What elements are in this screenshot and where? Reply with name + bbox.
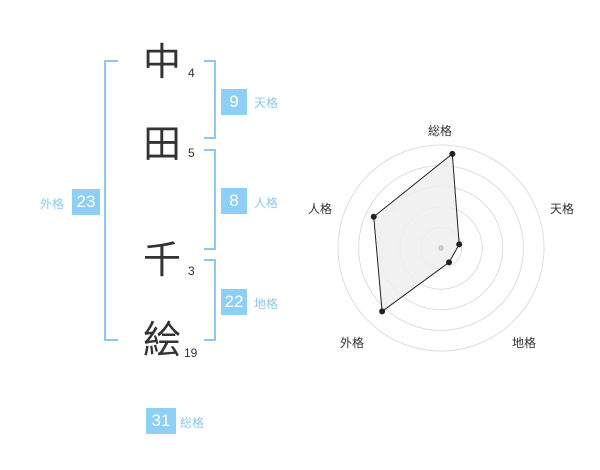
radar-label-chikaku: 地格 (512, 336, 537, 350)
radar-point-4 (379, 308, 386, 315)
radar-point-1 (449, 150, 456, 157)
gaikaku-bracket (104, 60, 118, 341)
tenkaku-label: 天格 (254, 96, 279, 110)
name-char-3: 千 (142, 238, 181, 282)
gaikaku-badge: 23 (72, 189, 100, 215)
stroke-count-2: 5 (188, 146, 195, 160)
chikaku-bracket (204, 259, 216, 341)
stroke-count-1: 4 (188, 66, 195, 80)
radar-label-tenkaku: 天格 (550, 202, 575, 216)
jinkaku-bracket (204, 149, 216, 250)
chikaku-label: 地格 (254, 297, 279, 311)
radar-label-jinkaku: 人格 (308, 202, 333, 216)
gaikaku-label: 外格 (40, 197, 65, 211)
soukaku-label: 総格 (180, 416, 205, 430)
radar-label-gaikaku: 外格 (340, 336, 365, 350)
radar-ring (337, 144, 545, 352)
radar-points (370, 150, 463, 315)
stroke-count-4: 19 (184, 346, 198, 360)
chikaku-badge: 22 (221, 289, 247, 315)
soukaku-badge: 31 (146, 408, 176, 434)
name-char-4: 絵 (142, 318, 181, 362)
radar-point-3 (446, 259, 453, 266)
radar-point-2 (456, 241, 463, 248)
radar-point-5 (370, 213, 377, 220)
radar-center-dot (438, 245, 444, 251)
radar-label-soukaku: 総格 (428, 124, 453, 138)
stroke-count-3: 3 (188, 264, 195, 278)
tenkaku-bracket (204, 60, 216, 139)
jinkaku-label: 人格 (254, 196, 279, 210)
name-char-2: 田 (142, 122, 181, 166)
jinkaku-badge: 8 (221, 188, 247, 214)
radar-area (373, 152, 460, 313)
tenkaku-badge: 9 (221, 89, 247, 115)
name-char-1: 中 (142, 40, 181, 84)
